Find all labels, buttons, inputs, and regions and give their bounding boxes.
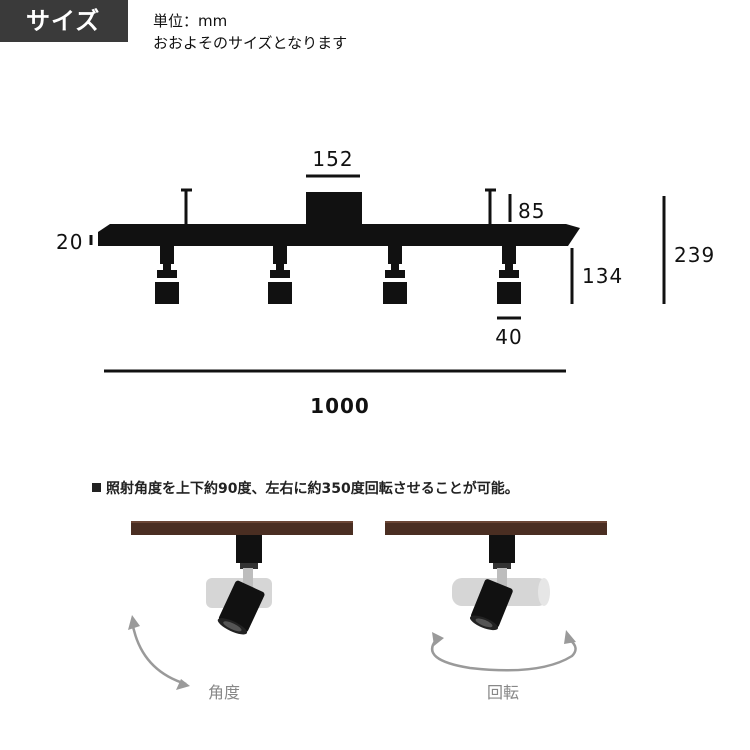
dim-hanger-height: 85	[518, 199, 545, 223]
dim-total-height: 239	[674, 243, 715, 267]
tilt-caption: 角度	[208, 683, 240, 702]
fixture-side-view	[98, 188, 580, 304]
rotation-note-text: 照射角度を上下約90度、左右に約350度回転させることが可能。	[106, 481, 519, 497]
tilt-illustration: 角度	[128, 521, 353, 702]
section-title: サイズ	[0, 0, 128, 42]
rotate-illustration: 回転	[385, 521, 607, 702]
canopy-box	[306, 192, 362, 224]
dim-spot-width: 40	[495, 325, 522, 349]
dim-spot-height: 134	[582, 264, 623, 288]
spotlight-3	[383, 246, 407, 304]
wood-rail-right	[385, 521, 607, 535]
unit-info: 単位：mm おおよそのサイズとなります	[153, 10, 347, 54]
rail-bar	[98, 224, 580, 246]
dim-total-length: 1000	[310, 394, 370, 418]
bullet-square-icon	[92, 483, 101, 492]
rotate-caption: 回転	[487, 683, 519, 702]
rotate-arrow-icon	[430, 639, 577, 672]
unit-label: 単位：mm	[153, 12, 228, 30]
dim-rail-thickness: 20	[56, 230, 83, 254]
spotlight-2	[268, 246, 292, 304]
tilt-arrow-icon	[130, 620, 187, 686]
spotlight-4	[497, 246, 521, 304]
dim-head-width: 152	[312, 147, 353, 171]
approx-note: おおよそのサイズとなります	[153, 34, 348, 52]
wood-rail-left	[131, 521, 353, 535]
spotlight-1	[155, 246, 179, 304]
rotation-note: 照射角度を上下約90度、左右に約350度回転させることが可能。	[92, 478, 519, 498]
